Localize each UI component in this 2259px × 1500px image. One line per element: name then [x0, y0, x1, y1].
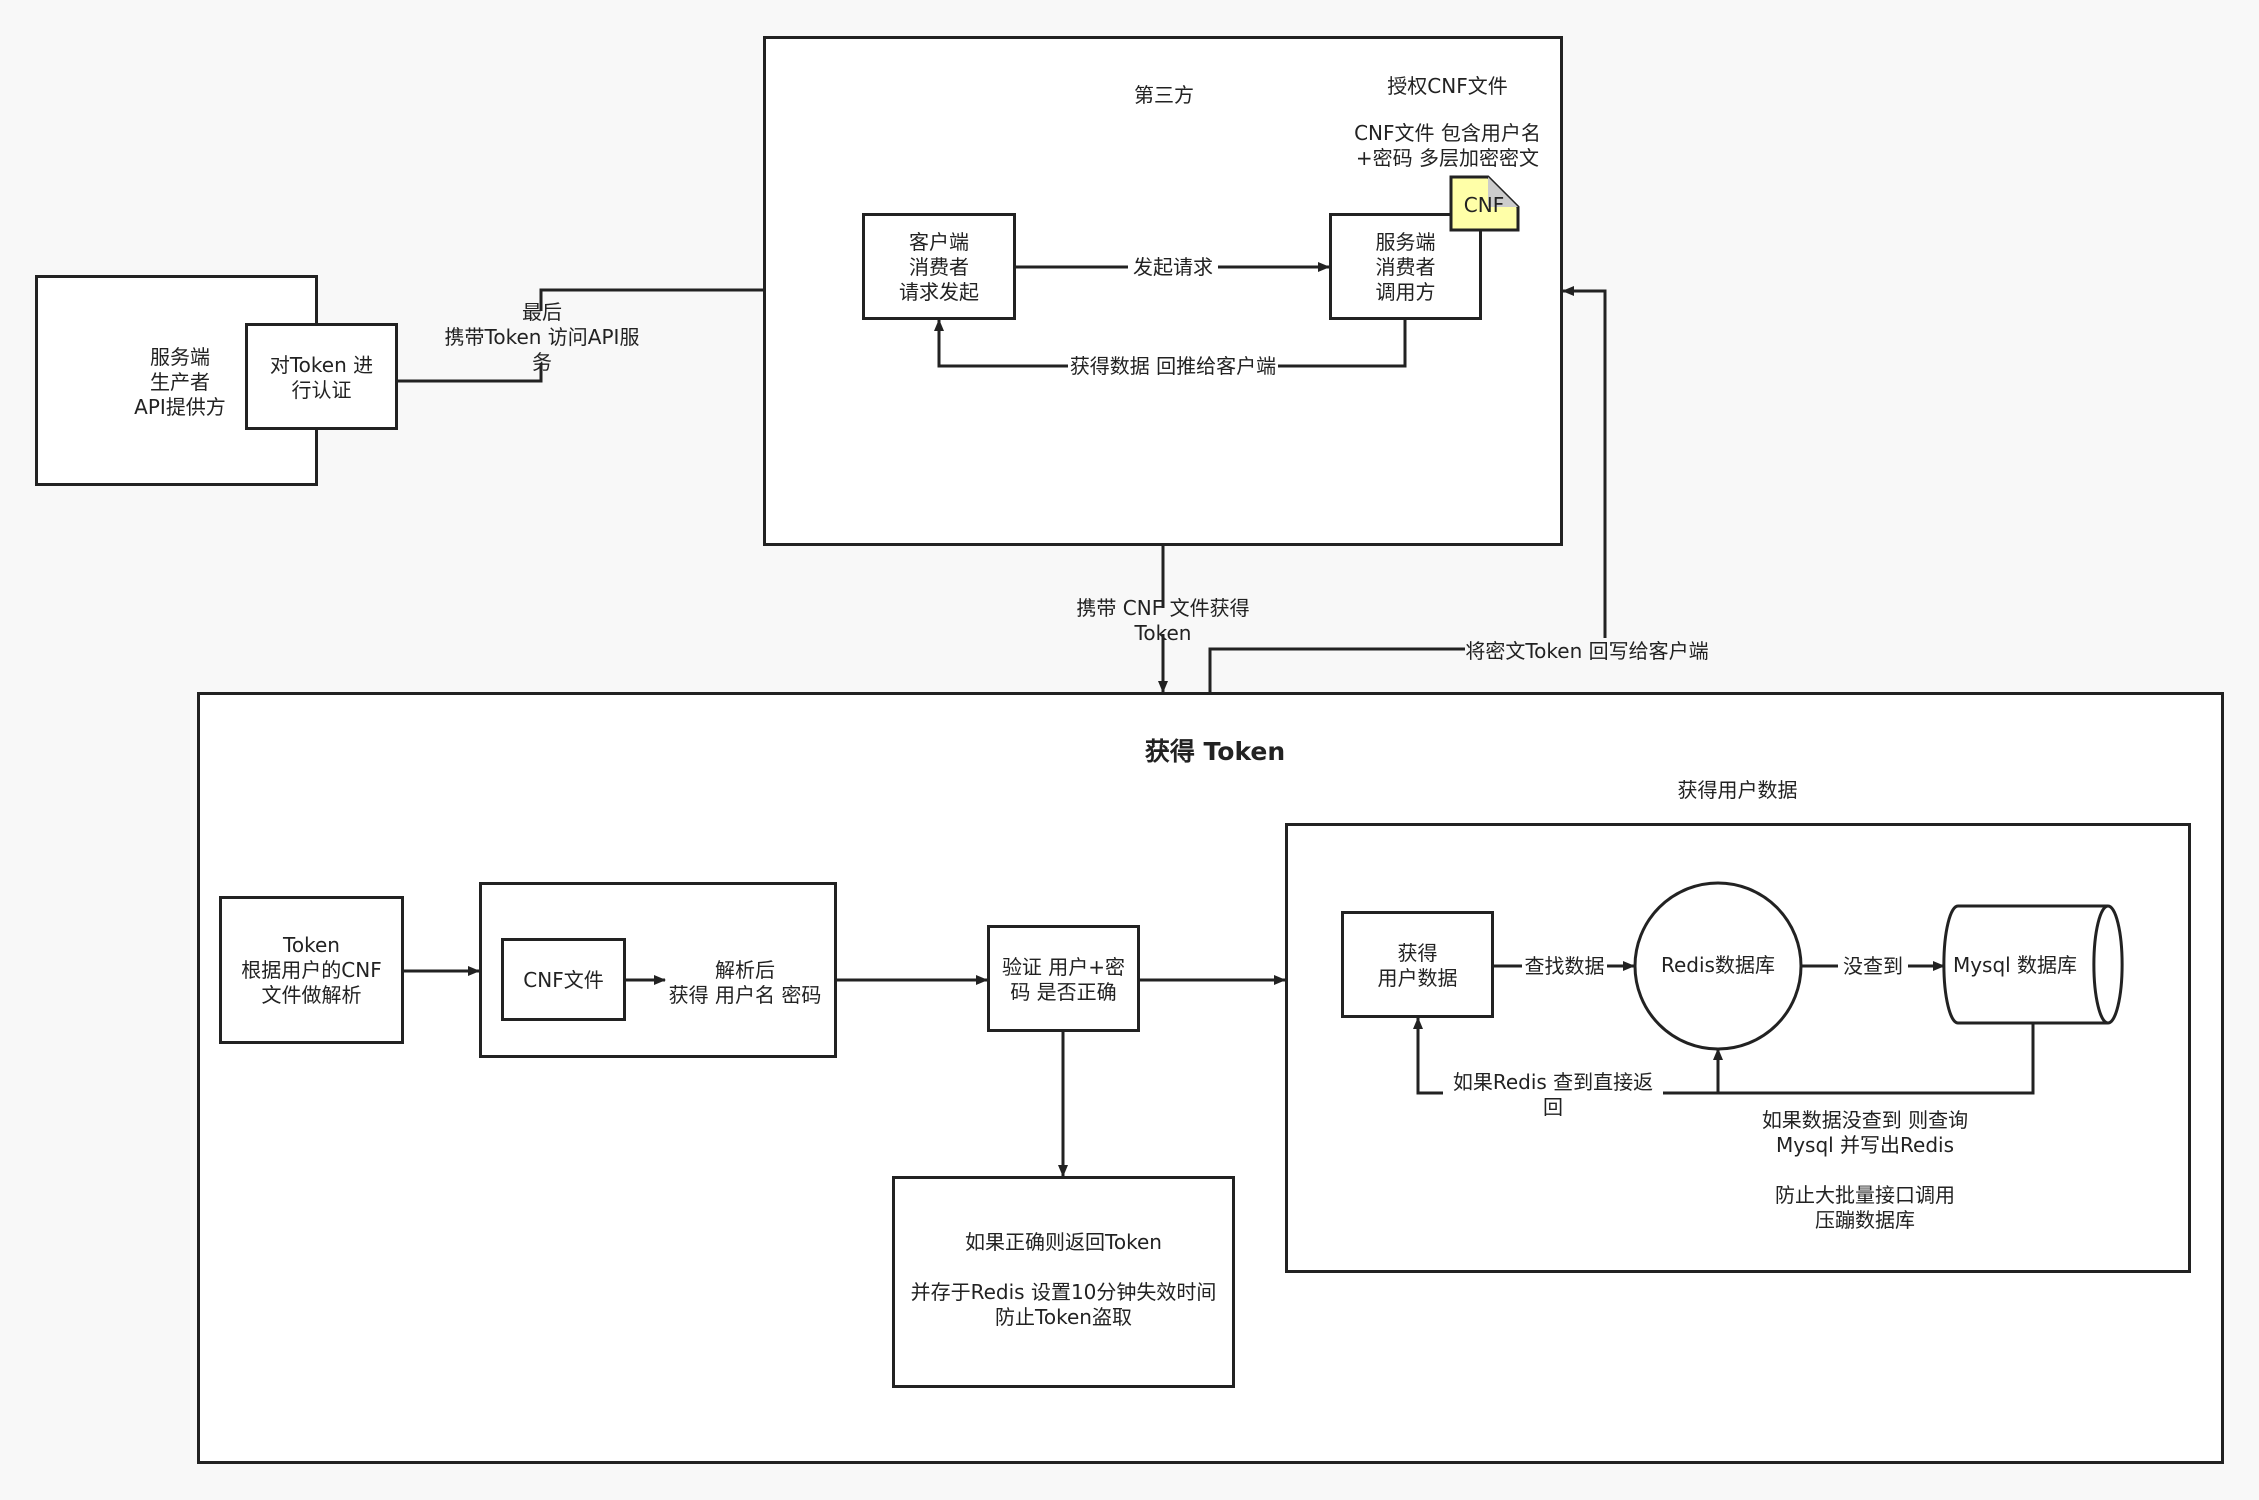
third-party-title: 第三方 [1134, 82, 1194, 107]
after-parse-label: 解析后 获得 用户名 密码 [668, 957, 822, 1007]
get-user-data-box [1341, 911, 1494, 1018]
send-request-label: 发起请求 [1128, 254, 1218, 280]
get-user-data-label: 获得 用户数据 [1377, 940, 1458, 990]
verify-box [987, 925, 1140, 1032]
redis-label: Redis数据库 [1661, 952, 1775, 977]
provider-title: 服务端 生产者 API提供方 [134, 345, 226, 419]
not-found-label: 没查到 [1838, 953, 1908, 979]
cnf-heading: 授权CNF文件 [1387, 73, 1508, 98]
mysql-node [1942, 904, 2124, 1025]
cnf-parse-container [479, 882, 837, 1058]
token-auth-box [245, 323, 398, 430]
return-data-label: 获得数据 回推给客户端 [1068, 353, 1278, 379]
cnf-file-label: CNF文件 [523, 967, 604, 992]
final-access-label: 最后 携带Token 访问API服务 [436, 300, 648, 374]
verify-label: 验证 用户+密 码 是否正确 [1001, 954, 1126, 1004]
token-parse-box [219, 896, 404, 1044]
mysql-label: Mysql 数据库 [1952, 952, 2078, 977]
user-data-title: 获得用户数据 [1677, 777, 1798, 802]
client-label: 客户端 消费者 请求发起 [899, 230, 979, 304]
redis-hit-label: 如果Redis 查到直接返回 [1443, 1070, 1663, 1119]
token-parse-label: Token 根据用户的CNF 文件做解析 [241, 932, 382, 1007]
cnf-file-box [501, 938, 626, 1021]
mysql-return-edge [1413, 1017, 2035, 1095]
token-auth-label: 对Token 进 行认证 [269, 352, 374, 402]
cnf-note-icon [1449, 175, 1520, 232]
return-token-flow-label: 将密文Token 回写给客户端 [1465, 638, 1709, 664]
cnf-description: CNF文件 包含用户名 +密码 多层加密密文 [1354, 121, 1541, 170]
redis-node [1633, 881, 1803, 1051]
token-result-label: 如果正确则返回Token 并存于Redis 设置10分钟失效时间 防止Token… [910, 1230, 1217, 1329]
cnf-note-label: CNF [1463, 192, 1505, 217]
token-title: 获得 Token [1144, 736, 1286, 766]
server-label: 服务端 消费者 调用方 [1375, 230, 1436, 304]
client-box [862, 213, 1016, 320]
token-result-box [892, 1176, 1235, 1388]
lookup-label: 查找数据 [1522, 953, 1607, 979]
get-token-flow-label: 携带 CNF 文件获得Token [1048, 596, 1278, 645]
fallback-note-label: 如果数据没查到 则查询 Mysql 并写出Redis 防止大批量接口调用 压蹦数… [1761, 1107, 1969, 1232]
